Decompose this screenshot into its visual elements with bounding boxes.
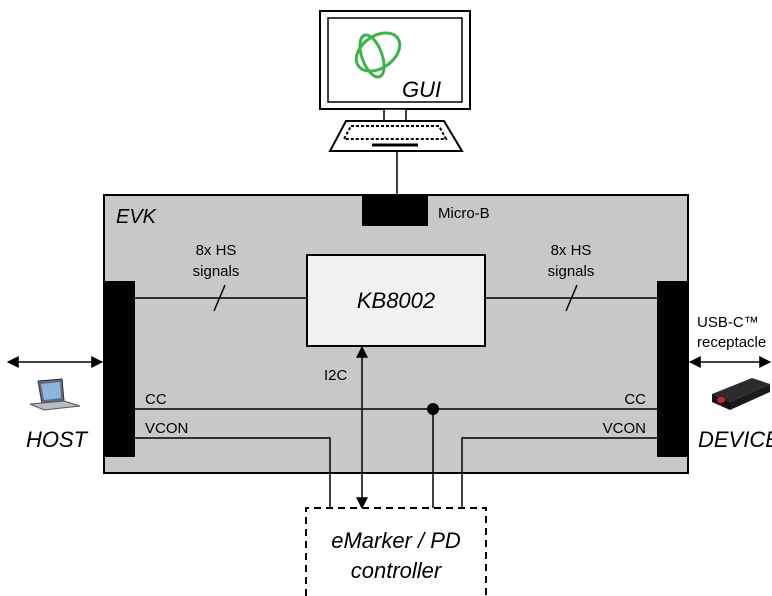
evk-label: EVK [116, 206, 158, 228]
hs-signals-left-line1: 8x HS [196, 242, 237, 259]
host-connector [104, 281, 135, 457]
hs-bus-slash-right [565, 284, 578, 312]
kb8002-label: KB8002 [357, 288, 435, 313]
controller-label-line1: eMarker / PD [331, 528, 461, 553]
cc-label-right: CC [624, 391, 646, 408]
hs-signals-right-line1: 8x HS [551, 242, 592, 259]
ssd-drive-icon [712, 378, 770, 410]
hs-bus-slash-left [213, 284, 226, 312]
hs-signals-left-line2: signals [193, 263, 240, 280]
gui-logo-icon [354, 31, 402, 79]
usb-c-receptacle-line2: receptacle [697, 334, 766, 351]
usb-c-receptacle-line1: USB-C™ [697, 314, 759, 331]
device-connector [657, 281, 688, 457]
i2c-label: I2C [324, 367, 348, 384]
hs-signals-right-line2: signals [548, 263, 595, 280]
micro-b-label: Micro-B [438, 205, 490, 222]
gui-label: GUI [402, 77, 441, 102]
cc-label-left: CC [145, 391, 167, 408]
device-label: DEVICE [698, 427, 772, 452]
keyboard-icon [328, 120, 464, 152]
kb8002-chip [306, 254, 486, 347]
micro-b-connector [362, 195, 428, 226]
controller-box [305, 507, 487, 596]
laptop-icon [29, 378, 81, 411]
vcon-line-left [135, 437, 331, 508]
monitor-icon [319, 10, 471, 122]
host-label: HOST [26, 427, 89, 452]
vcon-label-left: VCON [145, 420, 188, 437]
controller-label-line2: controller [351, 558, 443, 583]
vcon-label-right: VCON [603, 420, 646, 437]
vcon-line-right [461, 437, 657, 508]
